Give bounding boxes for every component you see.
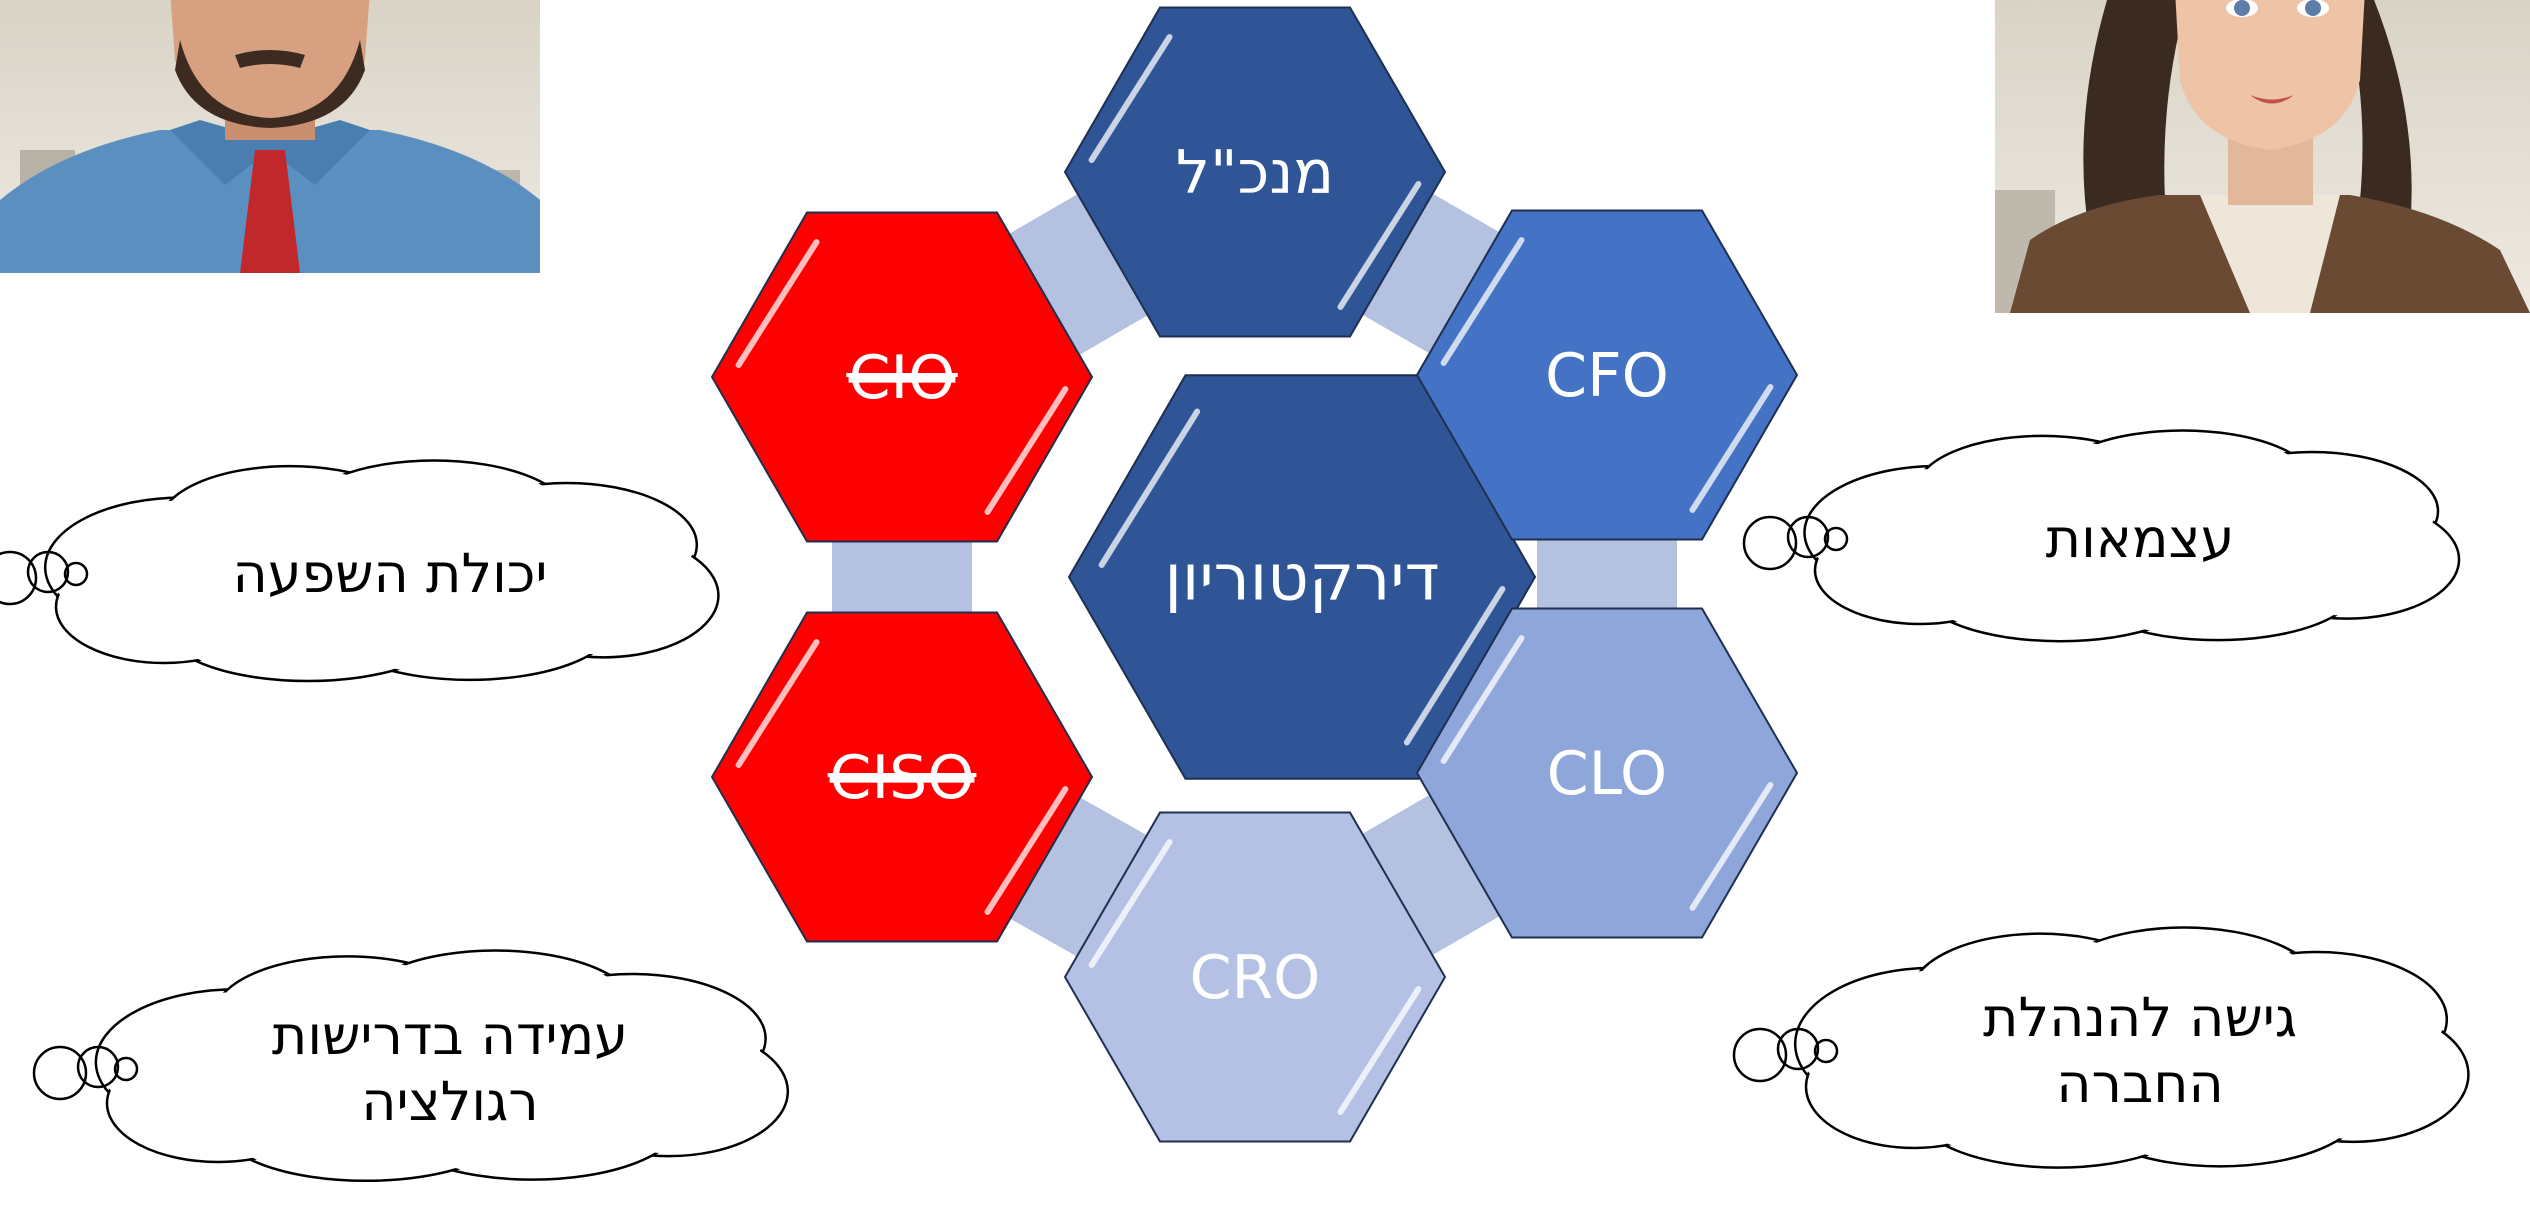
cloud-regulation-bubble [32,1045,88,1101]
cloud-independence-core [1878,471,2382,605]
cloud-management_access-text: גישה להנהלת [1983,986,2297,1049]
hex-clo-label: CLO [1547,739,1667,809]
cloud-regulation-text: רגולציה [361,1070,539,1133]
cloud-influence-bubble [63,561,89,587]
hex-cro-highlight-left [1088,839,1173,968]
cloud-influence-core [120,503,640,643]
hexagon-group: דירקטוריון מנכ"ל CFO CLO CRO CISO CIO [710,6,1799,1143]
hex-cfo-highlight-left [1440,237,1525,366]
cloud-influence-bubble [0,550,38,606]
hex-cio-highlight-left [735,239,820,368]
cloud-independence-bubble [1823,526,1849,552]
hex-ceo: מנכ"ל [1063,6,1447,338]
hex-cfo-shape [1415,209,1799,541]
hex-center-label: דירקטוריון [1164,541,1439,615]
hex-cfo: CFO [1415,209,1799,541]
hex-cfo-label: CFO [1545,341,1669,411]
man-portrait-icon [0,0,540,273]
cloud-influence-bubble [26,550,70,594]
cloud-management_access-bubble [1813,1038,1839,1064]
hex-center: דירקטוריון [1067,374,1537,780]
hex-cio-label: CIO [849,343,956,413]
hex-center-highlight-left [1098,408,1201,568]
cloud-independence: עצמאות [1742,429,2461,643]
hex-center-highlight-right [1403,586,1506,746]
hex-cro-highlight-right [1337,986,1422,1115]
hex-clo: CLO [1415,607,1799,939]
cloud-regulation-text: עמידה בדרישות [272,1004,628,1067]
hex-ciso-highlight-left [735,639,820,768]
cloud-regulation-bubble [76,1045,120,1089]
hex-center-shape [1067,374,1537,780]
cloud-management_access-text: החברה [2056,1052,2224,1115]
hex-ceo-highlight-right [1337,181,1422,310]
cloud-management_access-core [1870,974,2390,1126]
cloud-independence-text: עצמאות [2046,507,2235,570]
hex-cio: CIO [710,211,1094,543]
hex-ciso-highlight-right [984,786,1069,915]
cloud-regulation-core [173,995,707,1141]
hex-cro: CRO [1063,811,1447,1143]
hex-ceo-label: מנכ"ל [1176,138,1334,208]
hex-ceo-highlight-left [1088,34,1173,163]
hex-clo-highlight-right [1689,782,1774,911]
hex-ciso: CISO [710,611,1094,943]
hex-cro-label: CRO [1190,943,1321,1013]
hex-clo-shape [1415,607,1799,939]
hex-cfo-highlight-right [1689,384,1774,513]
hex-ciso-label: CISO [830,743,975,813]
hex-cro-shape [1063,811,1447,1143]
cloud-independence-bubble [1742,515,1798,571]
cloud-regulation-bubble [113,1056,139,1082]
cloud-influence-text: יכולת השפעה [232,542,547,605]
cloud-independence-bubble [1786,515,1830,559]
cloud-influence: יכולת השפעה [0,459,720,683]
cloud-management_access-bubble [1732,1027,1788,1083]
hex-cio-highlight-right [984,386,1069,515]
woman-portrait-icon [1995,0,2530,313]
hex-ceo-shape [1063,6,1447,338]
hex-clo-highlight-left [1440,635,1525,764]
cloud-management_access-bubble [1776,1027,1820,1071]
